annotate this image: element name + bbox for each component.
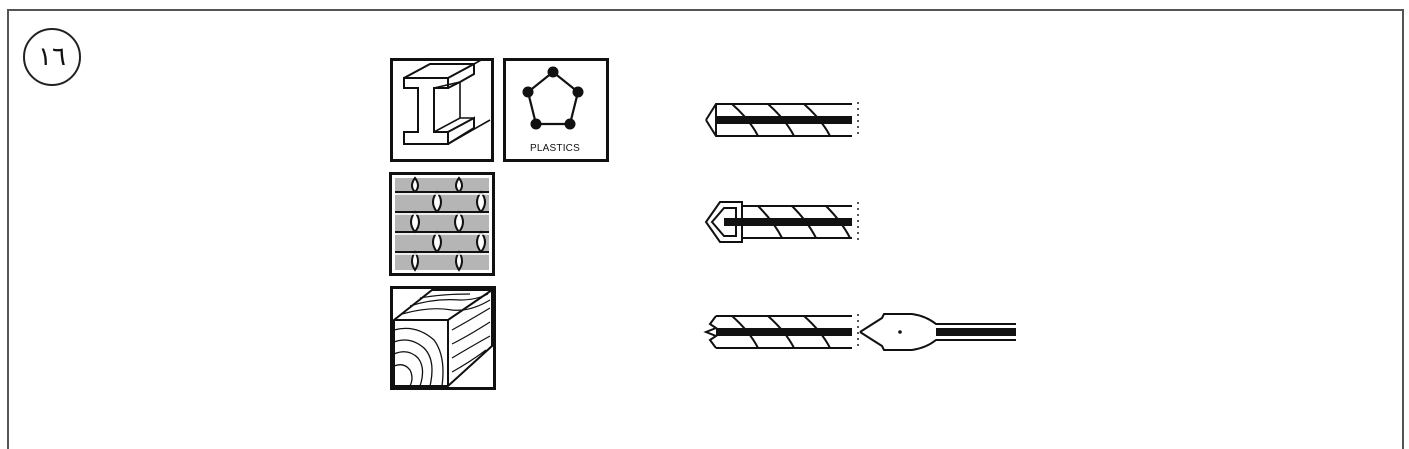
masonry-drill-bit-icon	[702, 198, 864, 246]
panel-frame	[7, 9, 1404, 449]
step-number: ١٦	[38, 42, 66, 72]
metal-twist-drill-bit-icon	[702, 100, 864, 140]
step-number-badge: ١٦	[23, 28, 81, 86]
spade-flat-bit-icon	[856, 310, 1020, 354]
wood-brad-point-bit-icon	[702, 312, 864, 352]
steel-beam-icon	[390, 58, 494, 162]
plastics-icon: PLASTICS	[503, 58, 609, 162]
masonry-brick-icon	[389, 172, 495, 276]
plastics-label: PLASTICS	[530, 143, 580, 154]
instruction-panel: ١٦ PLASTICS	[7, 9, 1404, 449]
wood-grain-icon	[390, 286, 496, 390]
